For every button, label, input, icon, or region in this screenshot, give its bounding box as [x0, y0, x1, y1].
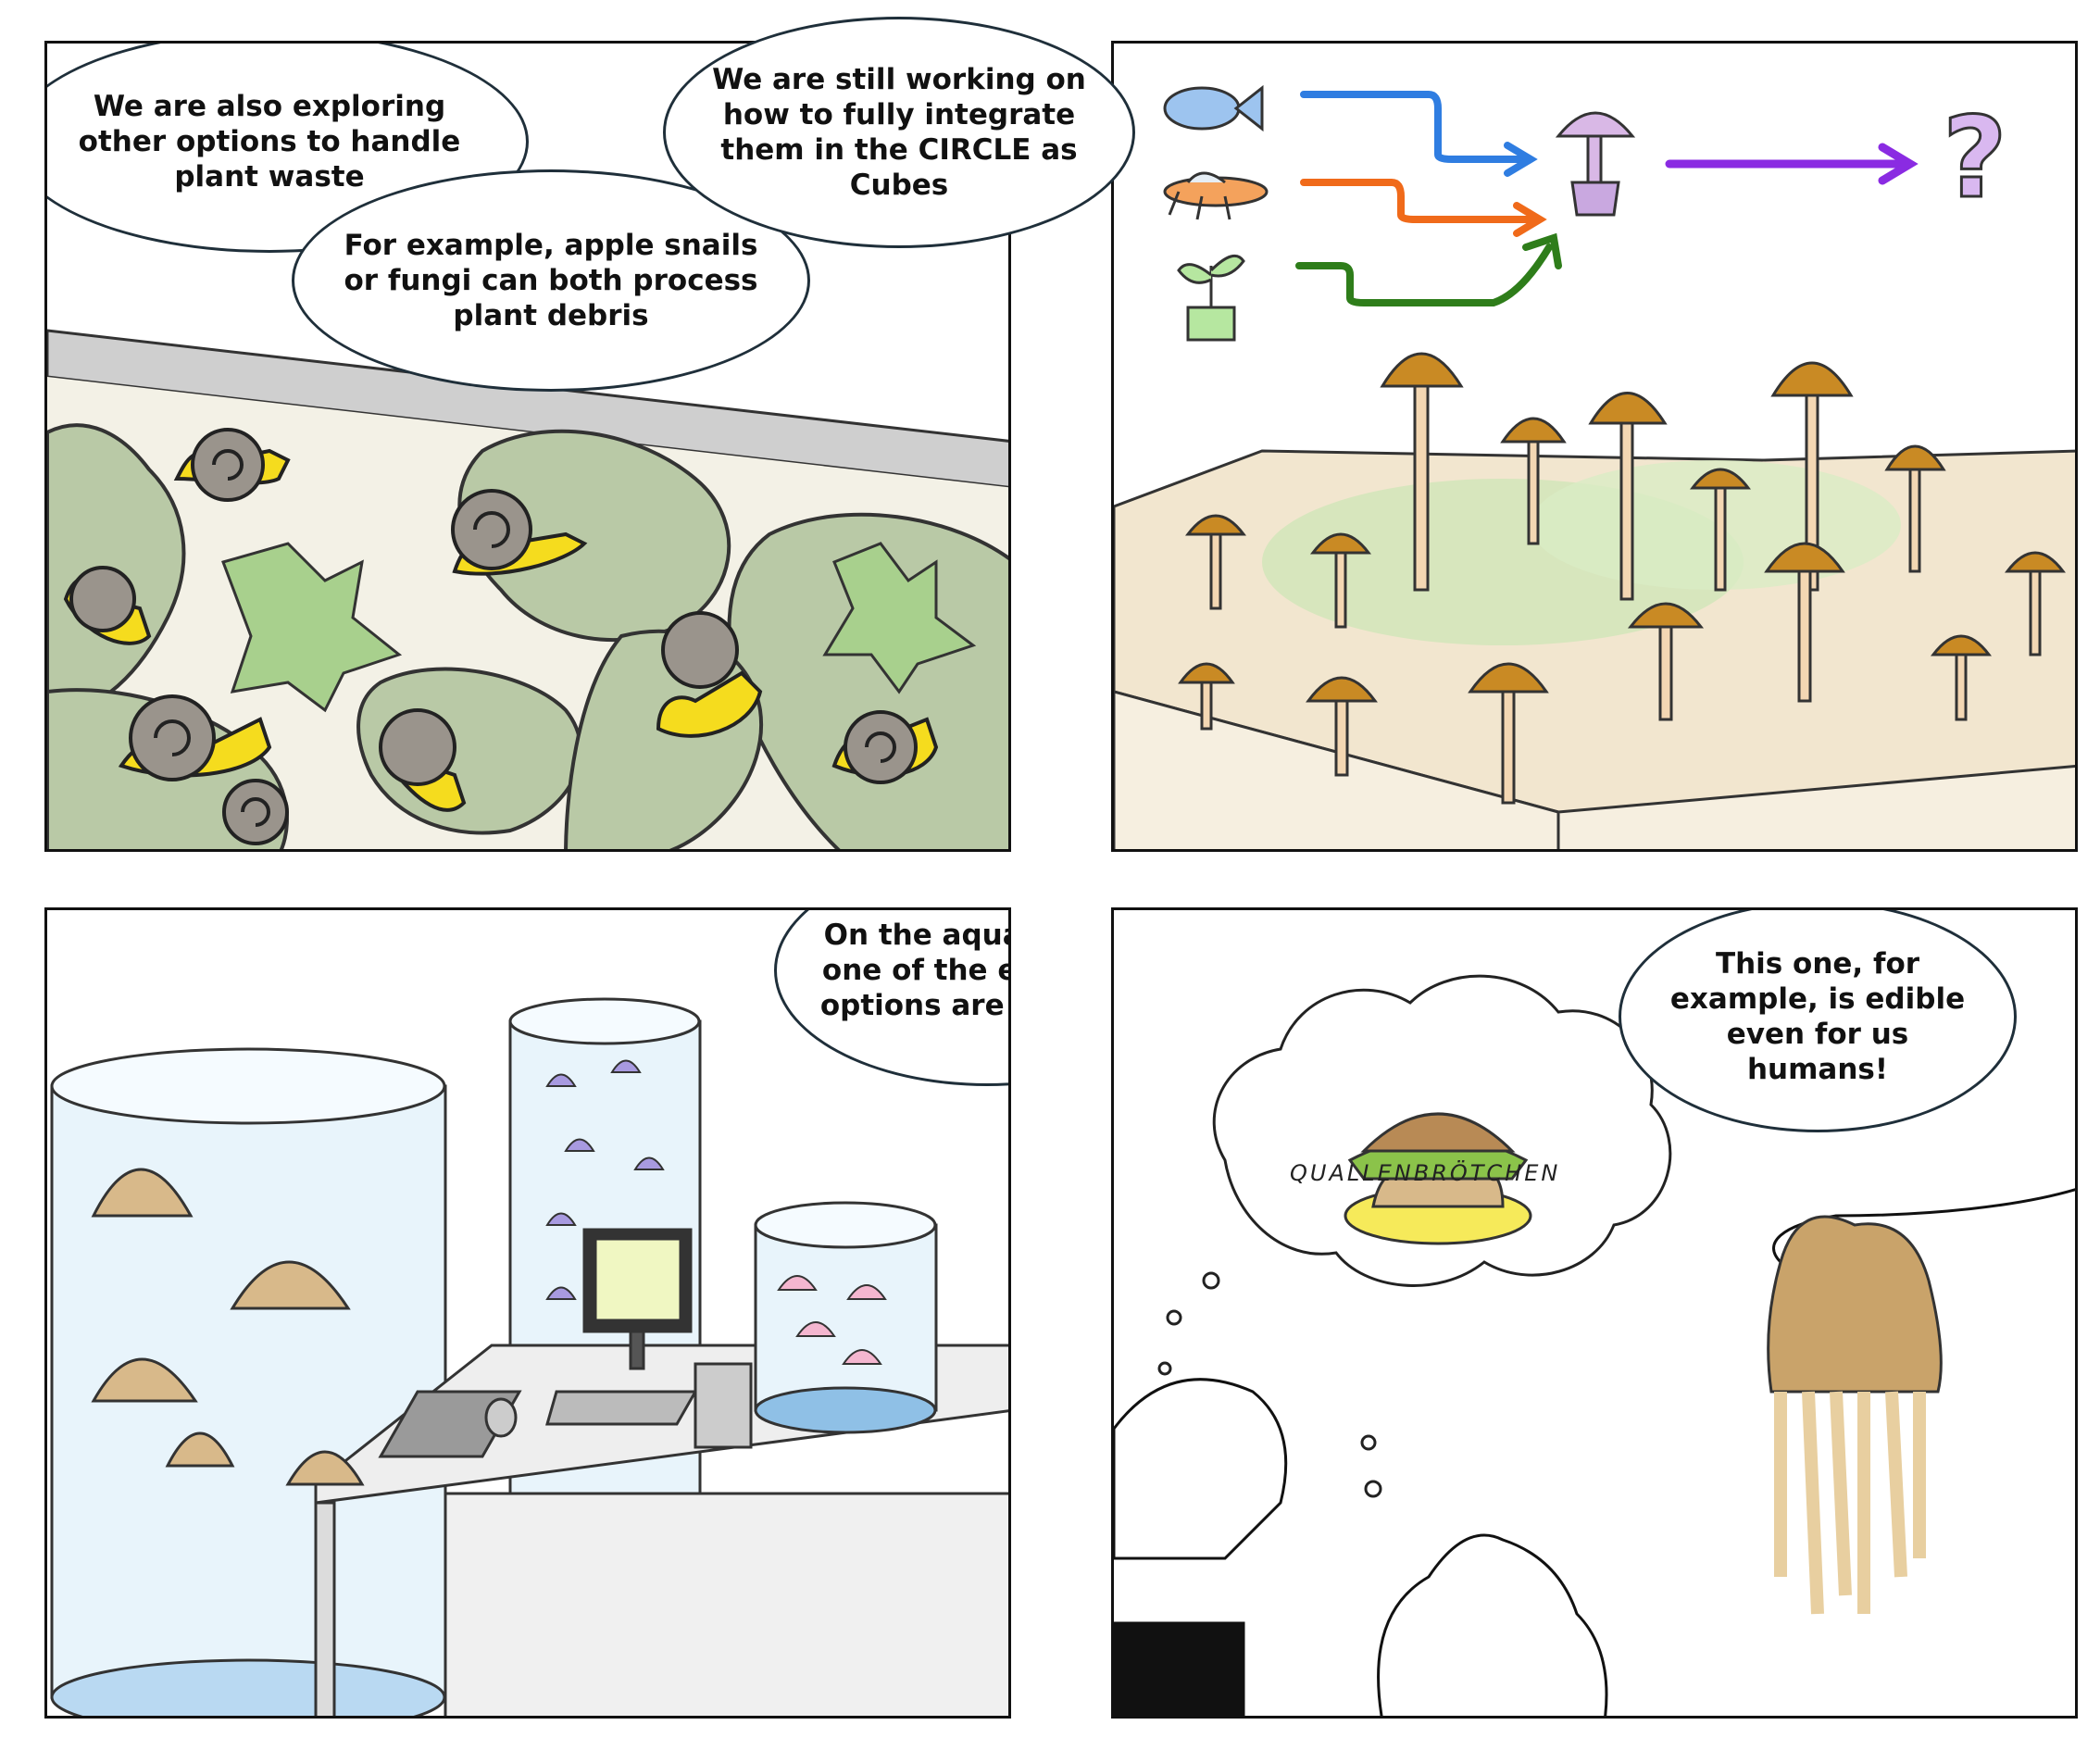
mushroom [1500, 417, 1567, 545]
snail [831, 710, 939, 784]
lab-scene [50, 997, 1008, 1716]
insect-icon [1163, 171, 1269, 220]
arrow-orange [1300, 179, 1534, 223]
mouse-icon [378, 1390, 522, 1458]
hand-outline [1772, 1188, 2075, 1264]
mushroom [1184, 514, 1247, 610]
mushroom [1627, 602, 1705, 721]
snail [451, 489, 588, 576]
arrow-green-head [1522, 232, 1562, 269]
pink-jellyfish-group [777, 1275, 887, 1365]
edible-jellyfish [1767, 1215, 1943, 1615]
mushroom [2004, 551, 2067, 656]
seedling-icon [1177, 254, 1245, 342]
foliage-clump [727, 512, 1008, 849]
mushroom [1309, 532, 1372, 629]
arrow-blue [1300, 91, 1525, 163]
mushroom [1764, 542, 1845, 703]
person-hat-left [1114, 1378, 1288, 1716]
tan-jellyfish-group [91, 1168, 365, 1486]
edible-scene [1114, 974, 2075, 1716]
snail [63, 566, 152, 645]
mushroom [1588, 392, 1668, 601]
mushroom [1380, 352, 1464, 592]
mushroom [1884, 444, 1946, 573]
speech-bubble-edible: This one, for example, is edible even fo… [1619, 910, 2017, 1132]
question-mark-icon: ? [1943, 94, 2007, 223]
arrow-orange-head [1513, 202, 1547, 237]
thought-label: QUALLENBRÖTCHEN [1290, 1160, 1561, 1186]
person-hat-right [1377, 1533, 1608, 1716]
mushroom [1689, 468, 1752, 592]
mushroom [1930, 634, 1993, 721]
snail [656, 611, 763, 738]
mushroom-hub-icon [1555, 111, 1636, 217]
leaf [221, 542, 403, 713]
panel-edible: QUALLENBRÖTCHEN This one, for example, i… [1111, 907, 2078, 1719]
speech-bubble-integrate: We are still working on how to fully int… [663, 17, 1135, 248]
snail [173, 428, 291, 502]
jellyfish-sandwich-icon [1344, 1112, 1532, 1245]
panel-aquatic: On the aquatic side, one of the emerging… [44, 907, 1011, 1719]
monitor-icon [582, 1228, 693, 1370]
mushroom [1306, 676, 1378, 777]
small-tank [754, 1201, 938, 1434]
leaf [822, 542, 977, 694]
fungi-scene: ? [1114, 84, 2075, 849]
snail [118, 694, 272, 781]
arrow-purple-head [1878, 143, 1919, 185]
mushroom [1468, 662, 1549, 805]
arrow-green [1295, 244, 1553, 306]
keyboard-icon [545, 1390, 698, 1426]
fish-icon [1163, 84, 1264, 132]
mushroom [1770, 361, 1854, 592]
snail [379, 708, 467, 812]
computer-tower-icon [694, 1362, 753, 1449]
snail-scene [47, 329, 1008, 849]
snail [222, 779, 289, 845]
arrow-blue-head [1504, 142, 1538, 177]
mushroom [1178, 662, 1235, 731]
panel-fungi: ? We are still working on how to fully i… [1111, 41, 2078, 852]
